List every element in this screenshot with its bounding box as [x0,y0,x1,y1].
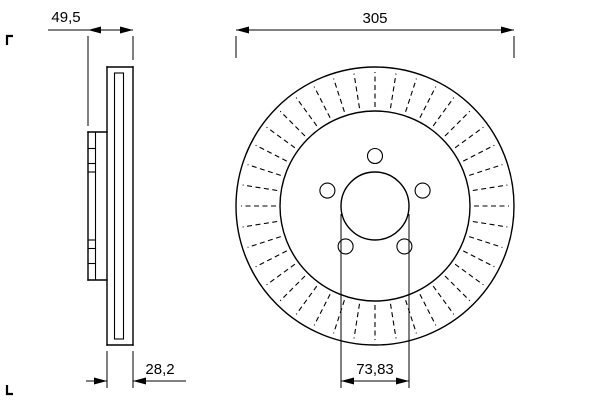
registration-mark-bottom-left [5,385,13,396]
vent-vane-line [462,144,495,162]
vent-vane-line [454,263,484,286]
dimension-label-overall-width: 49,5 [51,9,80,26]
vent-vane-line [469,164,503,176]
vent-vane-line [419,86,437,119]
dimension-label-bore-diameter: 73,83 [356,361,394,378]
wheel-bolt-hole-bottom-left [337,238,354,255]
vent-vane-line [313,293,331,326]
arrowhead-left [94,377,107,385]
vent-vane-line [444,110,471,137]
vent-vane-line [432,285,455,315]
vent-vane-line [405,300,417,334]
arrowhead-left [236,26,249,34]
wheel-bolt-hole-bottom-right [396,238,413,255]
vent-vane-line [405,78,417,112]
vent-vane-line [279,275,306,302]
vent-vane-line [469,236,503,248]
vent-vane-line [389,303,397,339]
arrowhead-right [120,26,133,34]
registration-mark-top-left [5,34,13,45]
vent-vane-line [255,250,288,268]
friction-ring-inner-circle [279,110,471,302]
outer-diameter-circle [235,66,515,346]
centre-bore-circle [340,171,410,241]
vent-vane-line [295,285,318,315]
vent-vane-line [444,275,471,302]
vent-vane-line [419,293,437,326]
dimension-overall-width: 49,5 [48,9,134,126]
vent-vane-line [266,263,296,286]
arrowhead-right [133,377,146,385]
wheel-bolt-hole-right [414,182,431,199]
vent-vane-line [313,86,331,119]
vent-vane-line [472,184,508,192]
arrowhead-left [88,26,101,34]
vent-vane-line [247,164,281,176]
vent-vane-line [454,126,484,149]
dimension-label-outer-diameter: 305 [362,10,387,27]
arrowhead-left [341,377,354,385]
vent-vane-line [353,303,361,339]
front-view [235,66,515,346]
vent-vane-line [279,110,306,137]
side-view [87,66,134,346]
vent-vane-line [242,220,278,228]
vent-slots [241,72,509,340]
vent-vane-line [472,220,508,228]
wheel-bolt-hole-left [319,182,336,199]
arrowhead-right [396,377,409,385]
vent-vane-line [266,126,296,149]
vent-vane-line [247,236,281,248]
dimension-outer-diameter: 305 [235,10,515,58]
vent-vane-line [389,73,397,109]
wheel-bolt-hole-top [366,147,384,165]
vent-vane-line [255,144,288,162]
vent-vane-line [353,73,361,109]
dimension-disc-thickness: 28,2 [86,351,186,388]
vent-vane-line [295,97,318,127]
dimension-bore-diameter: 73,83 [340,214,410,388]
vent-vane-line [462,250,495,268]
dimension-label-disc-thickness: 28,2 [145,361,174,378]
vent-vane-line [333,300,345,334]
vent-vane-line [242,184,278,192]
vent-vane-line [333,78,345,112]
arrowhead-right [501,26,514,34]
vent-vane-line [432,97,455,127]
